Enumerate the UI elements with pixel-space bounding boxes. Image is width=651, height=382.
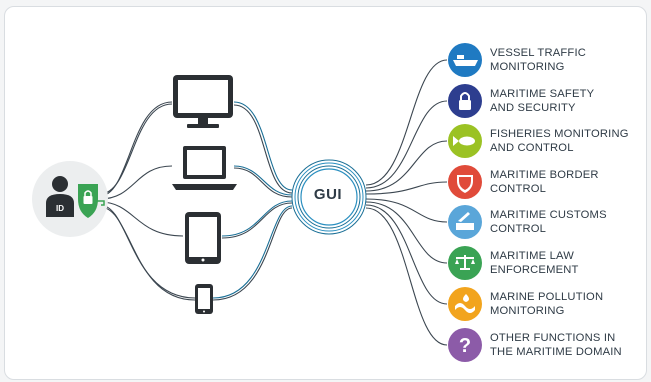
- function-border-control: MARITIME BORDER CONTROL: [490, 168, 650, 196]
- function-line1: FISHERIES MONITORING: [490, 128, 629, 140]
- function-line2: AND CONTROL: [490, 142, 574, 154]
- function-law-enforcement: MARITIME LAW ENFORCEMENT: [490, 249, 650, 277]
- function-line1: MARITIME SAFETY: [490, 88, 595, 100]
- function-line2: MONITORING: [490, 305, 565, 317]
- function-line1: MARINE POLLUTION: [490, 291, 604, 303]
- function-pollution-monitoring: MARINE POLLUTION MONITORING: [490, 290, 650, 318]
- function-fisheries: FISHERIES MONITORING AND CONTROL: [490, 127, 650, 155]
- function-line2: MONITORING: [490, 61, 565, 73]
- monitor-icon: [173, 75, 233, 128]
- user-body-icon: [46, 194, 74, 217]
- device-hub-links: [212, 101, 293, 301]
- function-line2: THE MARITIME DOMAIN: [490, 346, 622, 358]
- user-device-links: [99, 101, 196, 301]
- function-line1: MARITIME BORDER: [490, 169, 599, 181]
- lock-icon: [448, 84, 482, 118]
- function-customs-control: MARITIME CUSTOMS CONTROL: [490, 208, 650, 236]
- function-line2: ENFORCEMENT: [490, 264, 579, 276]
- function-line2: CONTROL: [490, 223, 547, 235]
- function-line1: MARITIME LAW: [490, 250, 575, 262]
- function-line1: VESSEL TRAFFIC: [490, 47, 587, 59]
- function-line2: AND SECURITY: [490, 102, 576, 114]
- gui-hub-label: GUI: [313, 186, 343, 203]
- svg-text:?: ?: [459, 335, 471, 357]
- pollution-icon: [448, 287, 482, 321]
- user-head-icon: [52, 176, 68, 192]
- tablet-icon: [185, 212, 221, 264]
- gui-hub: [291, 159, 367, 235]
- scales-icon: [448, 246, 482, 280]
- smartphone-icon: [195, 284, 213, 314]
- fish-icon: [448, 124, 482, 158]
- customs-icon: [448, 205, 482, 239]
- user-avatar: [32, 161, 108, 237]
- id-badge-text: ID: [56, 204, 64, 213]
- function-vessel-traffic: VESSEL TRAFFIC MONITORING: [490, 46, 650, 74]
- hub-function-links: [365, 59, 448, 346]
- question-icon: ?: [448, 328, 482, 362]
- function-other: OTHER FUNCTIONS IN THE MARITIME DOMAIN: [490, 331, 650, 359]
- ship-icon: [448, 43, 482, 77]
- function-maritime-safety: MARITIME SAFETY AND SECURITY: [490, 87, 650, 115]
- shield-icon: [448, 165, 482, 199]
- function-line1: OTHER FUNCTIONS IN: [490, 332, 616, 344]
- function-line1: MARITIME CUSTOMS: [490, 209, 607, 221]
- laptop-icon: [172, 146, 237, 190]
- function-line2: CONTROL: [490, 183, 547, 195]
